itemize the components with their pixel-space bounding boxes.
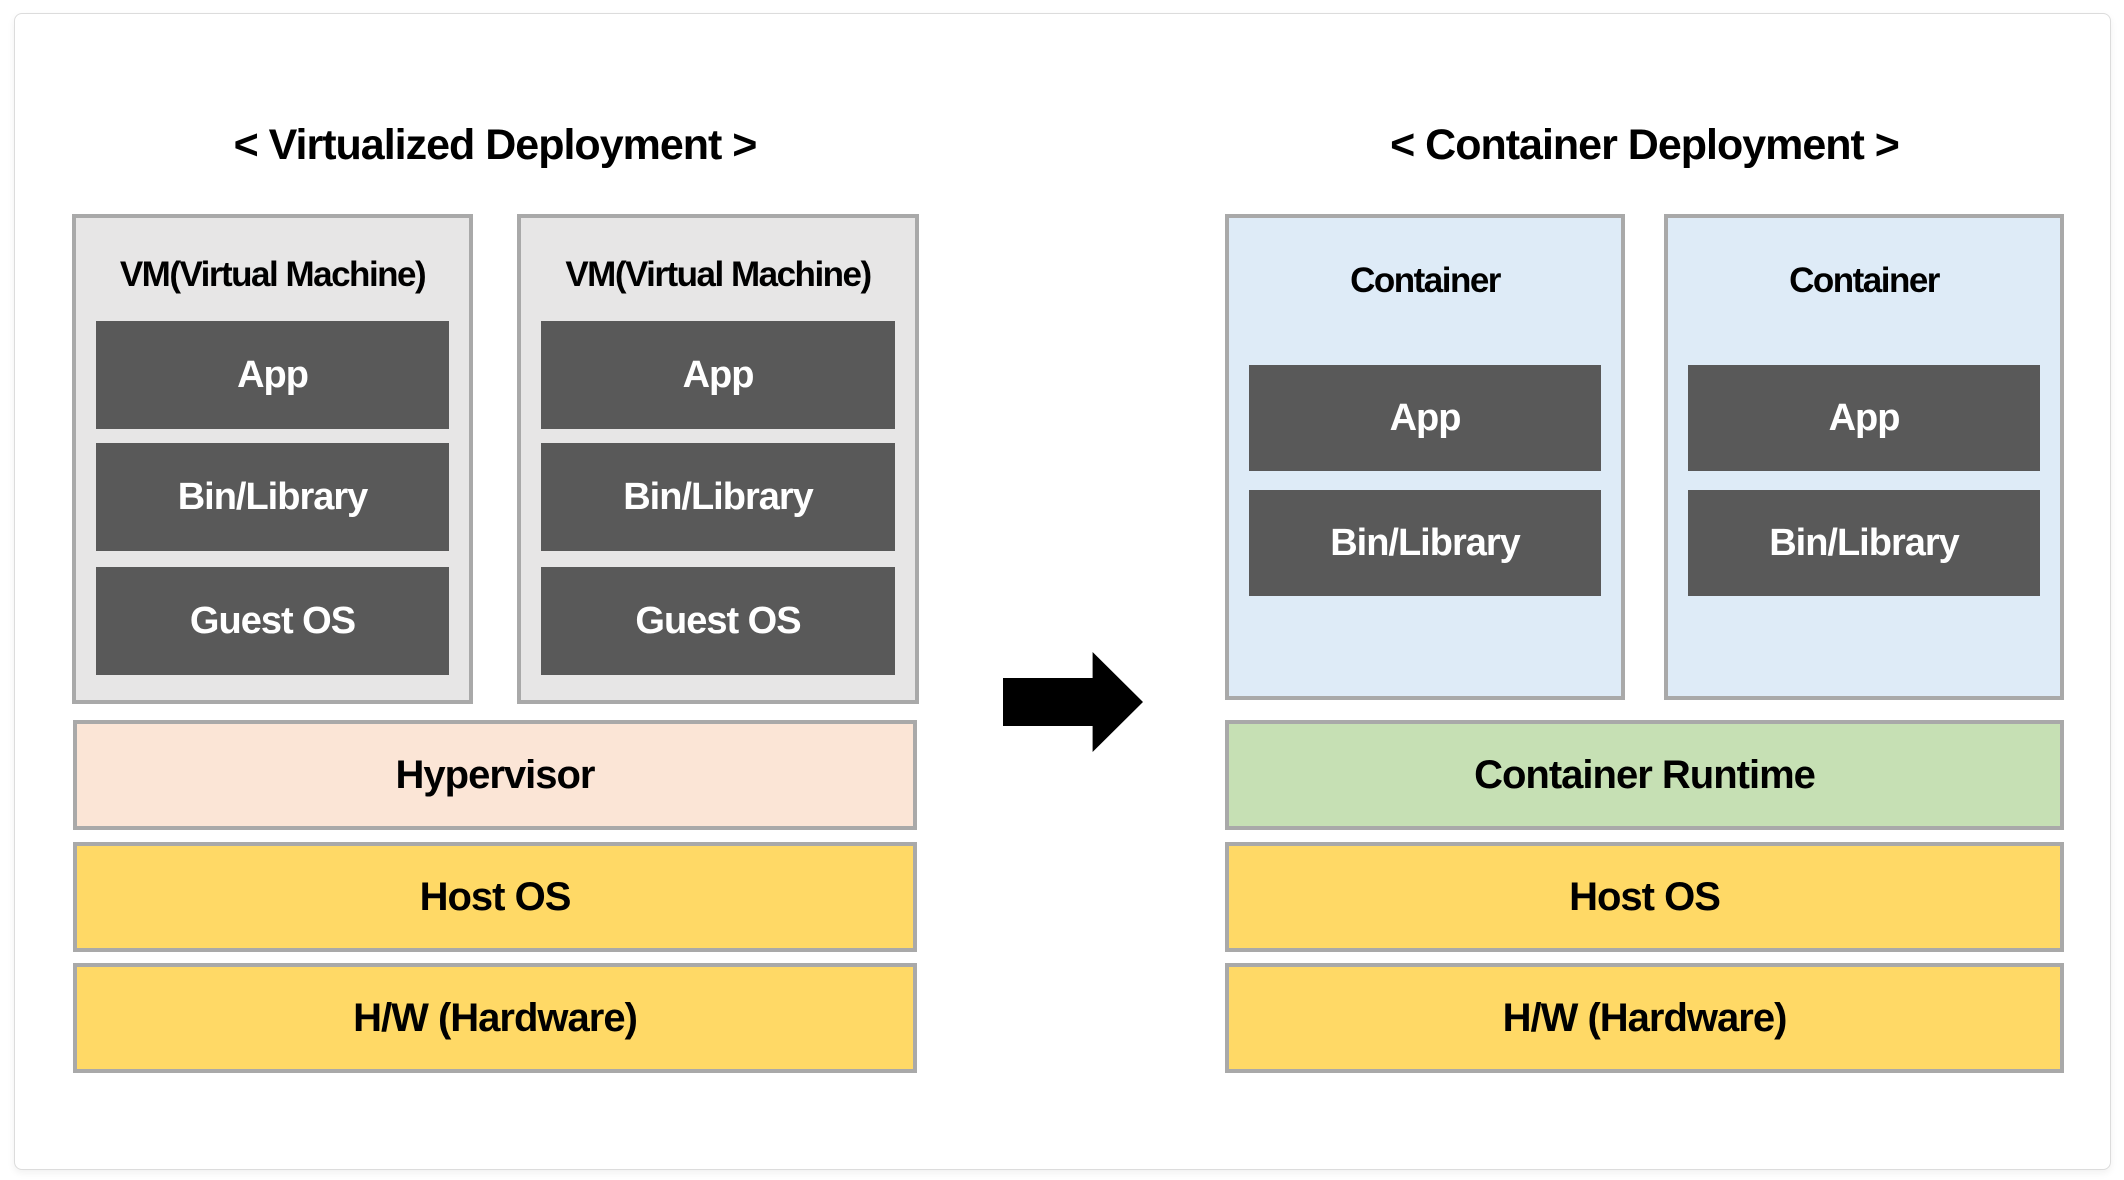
container-box-2: Container App Bin/Library — [1664, 214, 2064, 700]
container-deployment-title: < Container Deployment > — [1390, 120, 1900, 169]
vm-1-layer-bin-library: Bin/Library — [96, 443, 449, 551]
vm-box-2: VM(Virtual Machine) App Bin/Library Gues… — [517, 214, 919, 704]
container-2-layer-bin-library: Bin/Library — [1688, 490, 2040, 596]
vm-2-layer-guest-os: Guest OS — [541, 567, 895, 675]
hardware-bar-right: H/W (Hardware) — [1225, 963, 2064, 1073]
host-os-bar-left: Host OS — [73, 842, 917, 952]
container-2-layer-app: App — [1688, 365, 2040, 471]
container-box-1: Container App Bin/Library — [1225, 214, 1625, 700]
container-box-2-title: Container — [1789, 261, 1940, 300]
vm-box-2-title: VM(Virtual Machine) — [565, 255, 872, 294]
vm-2-layer-app: App — [541, 321, 895, 429]
slide-card: < Virtualized Deployment > < Container D… — [14, 13, 2111, 1170]
vm-box-1-title: VM(Virtual Machine) — [119, 255, 427, 294]
right-arrow-icon — [1003, 652, 1143, 752]
hypervisor-bar: Hypervisor — [73, 720, 917, 830]
container-1-layer-app: App — [1249, 365, 1601, 471]
vm-1-layer-app: App — [96, 321, 449, 429]
virtualized-deployment-title: < Virtualized Deployment > — [233, 120, 758, 169]
hardware-bar-left: H/W (Hardware) — [73, 963, 917, 1073]
vm-1-layer-guest-os: Guest OS — [96, 567, 449, 675]
host-os-bar-right: Host OS — [1225, 842, 2064, 952]
vm-2-layer-bin-library: Bin/Library — [541, 443, 895, 551]
vm-box-1: VM(Virtual Machine) App Bin/Library Gues… — [72, 214, 473, 704]
container-1-layer-bin-library: Bin/Library — [1249, 490, 1601, 596]
container-runtime-bar: Container Runtime — [1225, 720, 2064, 830]
container-box-1-title: Container — [1350, 261, 1501, 300]
